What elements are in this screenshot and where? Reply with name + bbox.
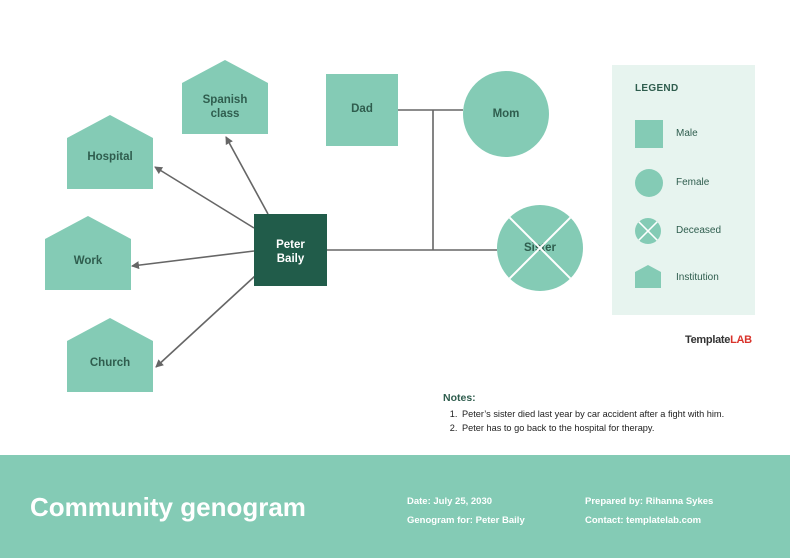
arrow-to-work	[131, 250, 255, 270]
arrow-to-spanish-class	[225, 136, 269, 215]
node-mom: Mom	[463, 71, 549, 157]
page-title: Community genogram	[30, 492, 306, 522]
node-label: Mom	[493, 108, 520, 120]
notes-title: Notes:	[443, 392, 476, 404]
female-shape	[463, 71, 549, 157]
templatelab-logo: TemplateLAB	[685, 334, 752, 346]
notes-section: Notes: Peter’s sister died last year by …	[443, 392, 773, 435]
node-label: Hospital	[87, 151, 132, 163]
legend-label: Female	[676, 177, 710, 188]
legend-label: Institution	[676, 272, 719, 283]
legend-item-male: Male	[634, 119, 754, 149]
node-church: Church	[67, 318, 153, 392]
node-spanish-class: Spanish class	[182, 60, 268, 134]
date-field: Date: July 25, 2030	[407, 496, 493, 507]
institution-shape	[67, 318, 153, 392]
genogram-diagram: Spanish class Hospital Work Church Peter…	[45, 60, 583, 392]
male-shape	[254, 214, 327, 286]
node-sister: Sister	[497, 205, 583, 291]
legend-item-female: Female	[634, 168, 754, 198]
node-label: Church	[90, 357, 130, 369]
legend-item-deceased: Deceased	[634, 216, 754, 246]
node-work: Work	[45, 216, 131, 290]
note-item: Peter’s sister died last year by car acc…	[460, 407, 773, 421]
male-shape	[326, 74, 398, 146]
crossed-circle-icon	[635, 218, 661, 244]
circle-icon	[635, 169, 663, 197]
arrow-to-hospital	[154, 166, 255, 229]
node-dad: Dad	[326, 74, 398, 146]
footer: Community genogram Date: July 25, 2030 G…	[0, 455, 790, 558]
legend-item-institution: Institution	[634, 263, 754, 293]
legend-label: Deceased	[676, 225, 722, 236]
institution-shape	[67, 115, 153, 189]
legend-title: LEGEND	[635, 83, 679, 94]
institution-shape	[182, 60, 268, 134]
contact-field: Contact: templatelab.com	[585, 515, 702, 526]
institution-shape	[45, 216, 131, 290]
legend-label: Male	[676, 128, 698, 139]
node-peter-baily: Peter Baily	[254, 214, 327, 286]
prepared-by-field: Prepared by: Rihanna Sykes	[585, 496, 714, 507]
genogram-for-field: Genogram for: Peter Baily	[407, 515, 525, 526]
note-item: Peter has to go back to the hospital for…	[460, 421, 773, 435]
house-icon	[635, 265, 661, 288]
connections	[131, 109, 497, 368]
square-icon	[635, 120, 663, 148]
node-hospital: Hospital	[67, 115, 153, 189]
deceased-cross	[508, 216, 572, 280]
node-label: Work	[74, 255, 103, 267]
legend: LEGEND Male Female Deceased Institution	[612, 65, 755, 315]
node-label: Peter	[276, 239, 305, 251]
node-label: class	[211, 108, 240, 120]
node-label: Baily	[277, 253, 305, 265]
node-label: Spanish	[203, 94, 248, 106]
node-label: Dad	[351, 103, 373, 115]
notes-list: Peter’s sister died last year by car acc…	[443, 407, 773, 435]
arrow-to-church	[155, 275, 256, 368]
